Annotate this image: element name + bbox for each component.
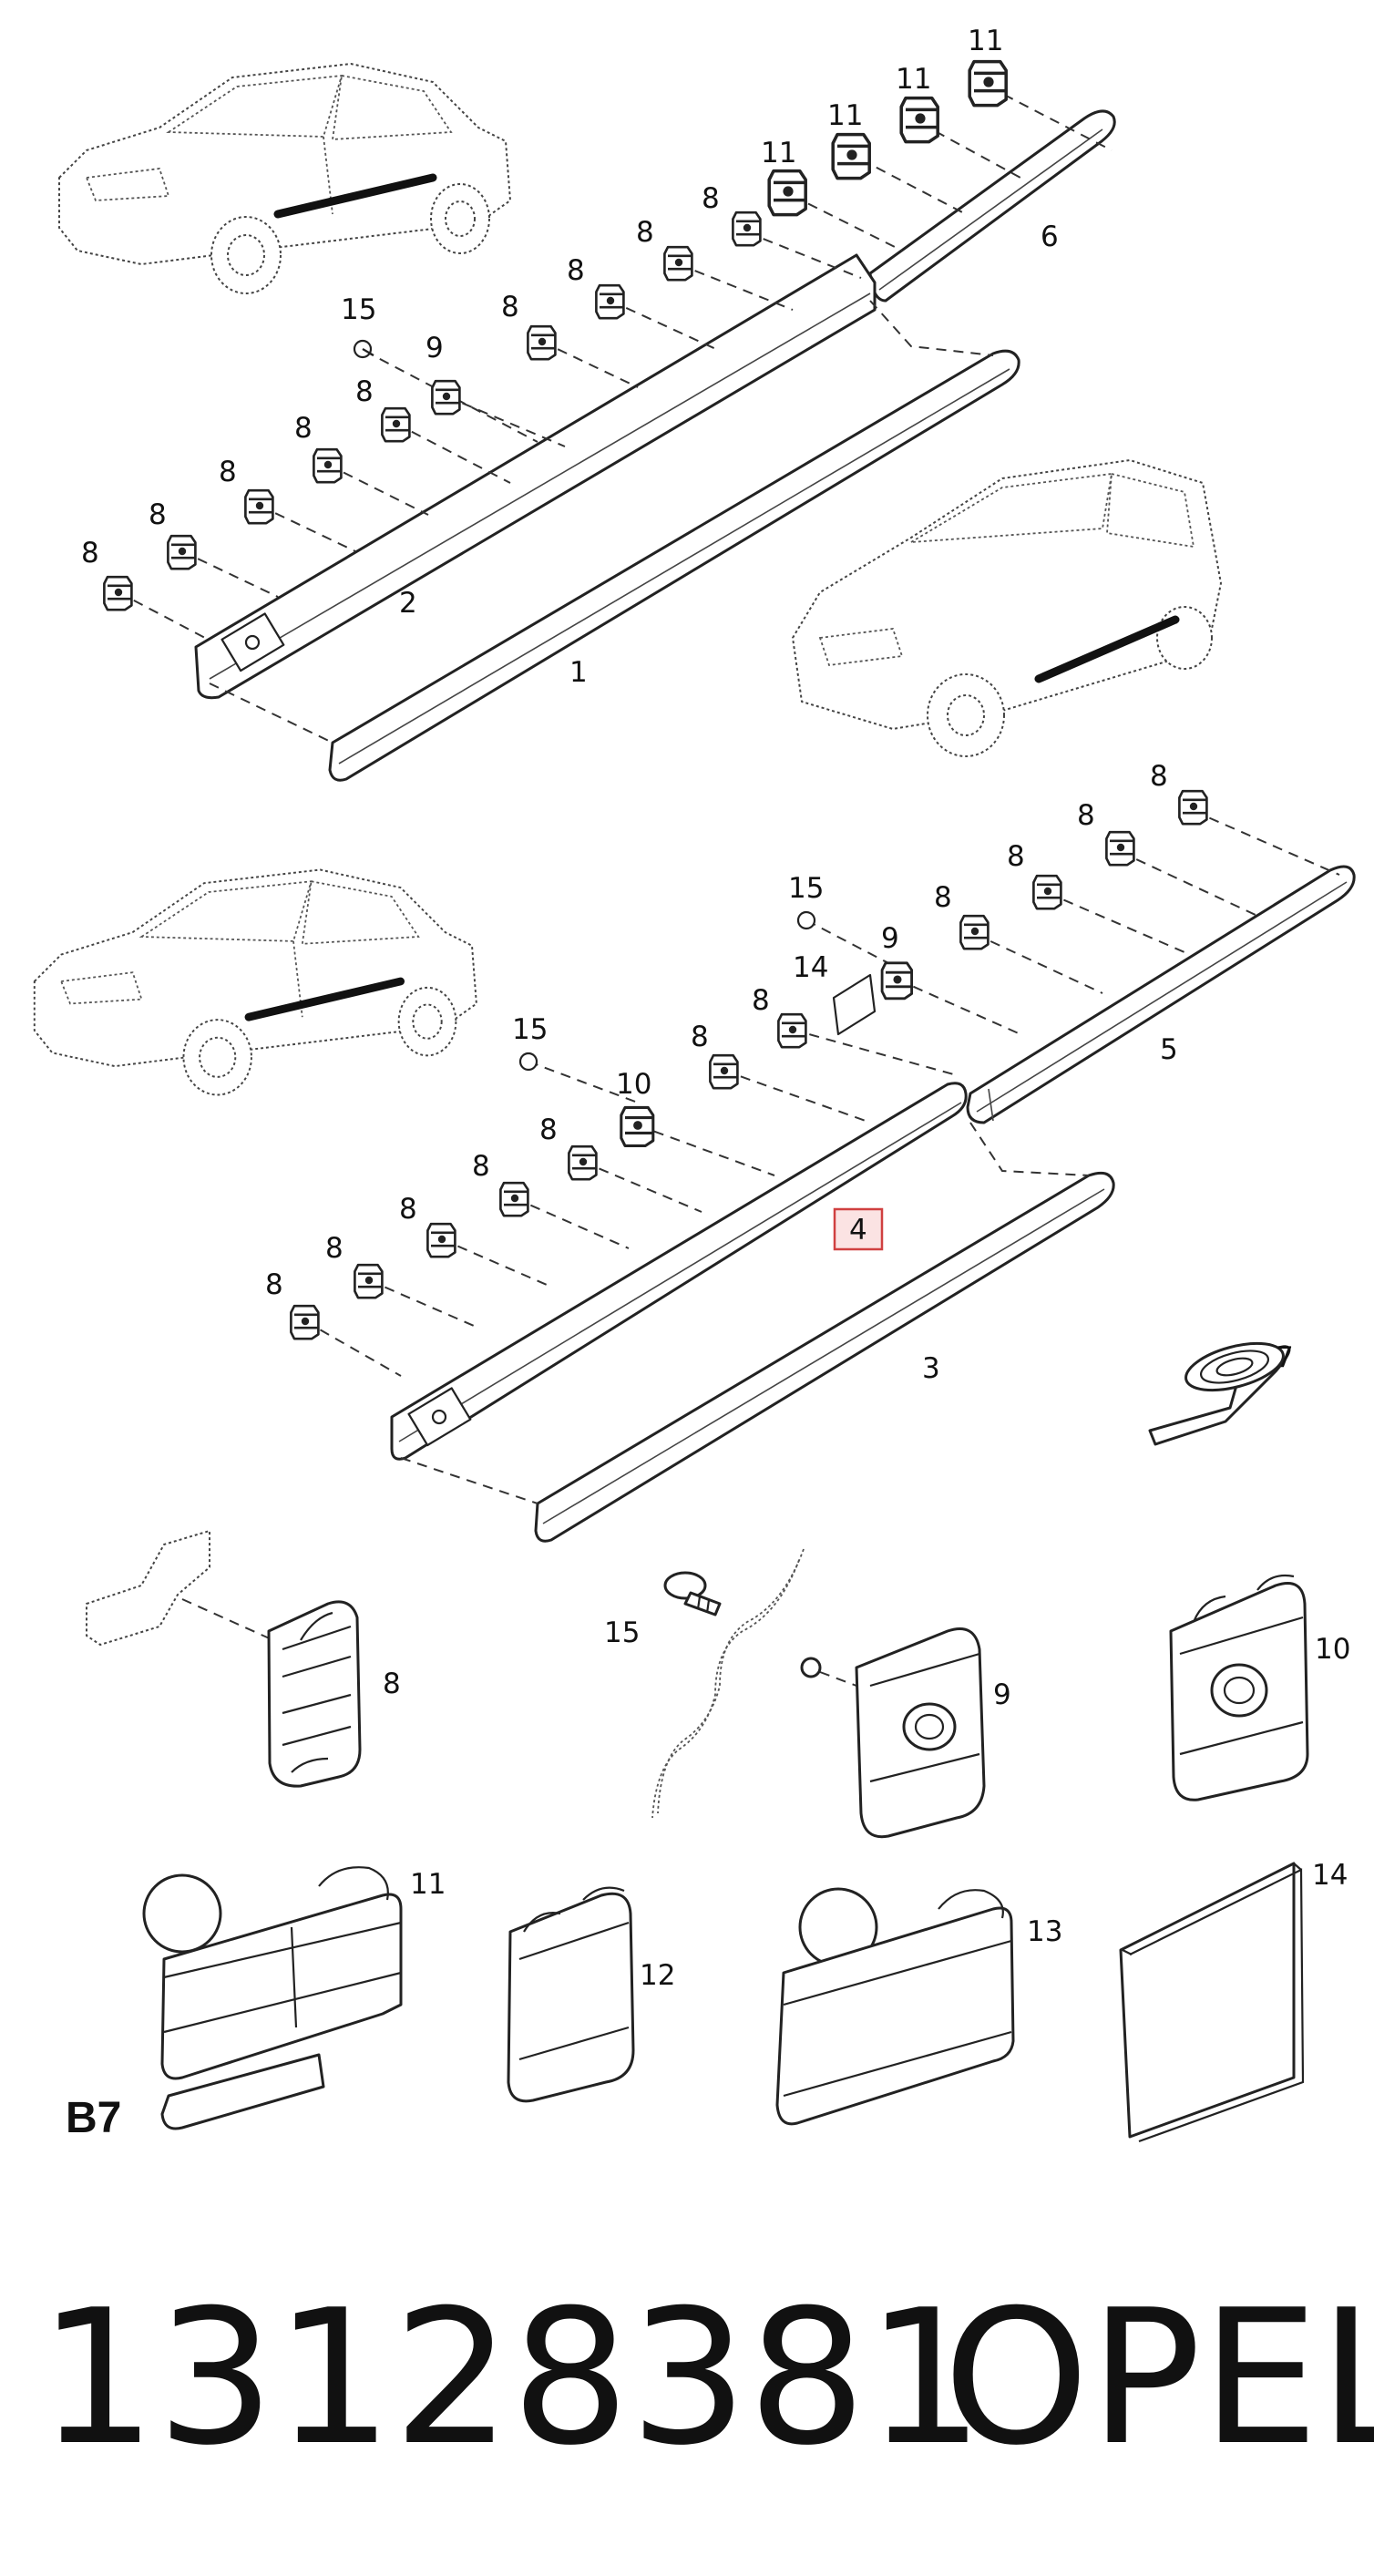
callout-11: 11 [410, 1868, 446, 1901]
callout-9: 9 [993, 1678, 1011, 1711]
clip-11-detail [142, 1866, 403, 2130]
callout-8: 8 [399, 1193, 417, 1226]
callout-8: 8 [567, 254, 585, 287]
callout-8: 8 [934, 881, 952, 914]
pad-14-detail [1119, 1862, 1305, 2143]
clip-8-detail [267, 1600, 362, 1788]
callout-3: 3 [922, 1352, 940, 1385]
screw-15-top [353, 339, 374, 359]
body-edge-fragment [651, 1548, 805, 1819]
callout-1: 1 [569, 656, 588, 689]
callout-15: 15 [788, 872, 824, 905]
callout-8: 8 [691, 1021, 709, 1053]
screw-15-detail [663, 1571, 722, 1616]
clip-13-detail [775, 1887, 1015, 2126]
clip-9-middle [880, 961, 914, 1001]
callout-8: 8 [636, 216, 654, 249]
callout-7: 7 [1276, 1341, 1294, 1374]
trim-strip-3 [534, 1171, 1115, 1543]
part-number: 13128381 [38, 2271, 984, 2487]
callout-5: 5 [1160, 1033, 1178, 1066]
body-panel-fragment [86, 1530, 274, 1646]
callout-4-highlight [833, 1207, 884, 1251]
callout-6: 6 [1041, 221, 1059, 253]
callout-13: 13 [1027, 1915, 1062, 1948]
trim-strip-5 [966, 865, 1356, 1124]
callout-8: 8 [219, 456, 237, 488]
callout-8: 8 [265, 1268, 283, 1301]
clip-11-top-row [767, 59, 1008, 217]
callout-14: 14 [1312, 1859, 1348, 1892]
callout-8: 8 [294, 412, 313, 445]
callout-4: 4 [849, 1214, 867, 1247]
callout-8: 8 [1077, 799, 1095, 832]
callout-11: 11 [827, 99, 863, 132]
callout-8: 8 [1007, 840, 1025, 873]
callout-8: 8 [355, 375, 374, 408]
callout-8: 8 [1150, 760, 1168, 793]
callout-8: 8 [539, 1114, 558, 1146]
clip-10-detail [1169, 1574, 1309, 1801]
brand-name: OPEL [943, 2271, 1374, 2487]
trim-strip-4 [390, 1082, 968, 1461]
callout-15: 15 [604, 1616, 640, 1649]
callout-8: 8 [149, 498, 167, 531]
trim-strip-1 [328, 349, 1020, 782]
callout-11: 11 [896, 63, 931, 96]
callout-11: 11 [968, 25, 1003, 57]
callout-15: 15 [512, 1013, 548, 1046]
car-wagon-illustration [792, 459, 1222, 757]
trim-strip-6 [868, 109, 1116, 303]
trim-strip-2 [194, 253, 877, 700]
callout-9: 9 [426, 332, 444, 364]
callout-12: 12 [640, 1959, 675, 1992]
callout-10: 10 [1315, 1633, 1350, 1666]
callout-14: 14 [793, 951, 828, 984]
clip-10-middle [620, 1105, 655, 1147]
callout-11: 11 [761, 137, 796, 169]
screws-15-middle [518, 910, 816, 1072]
callout-8: 8 [472, 1150, 490, 1183]
callout-8: 8 [752, 984, 770, 1017]
clip-12-detail [507, 1886, 635, 2103]
callout-8: 8 [501, 291, 519, 323]
callout-8: 8 [325, 1232, 344, 1265]
callout-2: 2 [399, 587, 417, 620]
callout-8: 8 [383, 1668, 401, 1700]
clip-9-detail [800, 1627, 986, 1839]
leader-lines-top [118, 86, 1113, 744]
car-hatchback-illustration [59, 64, 510, 293]
callout-8: 8 [702, 182, 720, 215]
callout-10: 10 [616, 1068, 651, 1101]
car-sedan-illustration [35, 870, 477, 1095]
leader-lines-middle [304, 810, 1340, 1504]
tape-roll-7 [1148, 1341, 1291, 1446]
callout-15: 15 [341, 293, 376, 326]
callout-8: 8 [81, 537, 99, 570]
callout-9: 9 [881, 922, 899, 955]
section-code: B7 [66, 2094, 121, 2142]
pad-14-middle [832, 973, 877, 1036]
